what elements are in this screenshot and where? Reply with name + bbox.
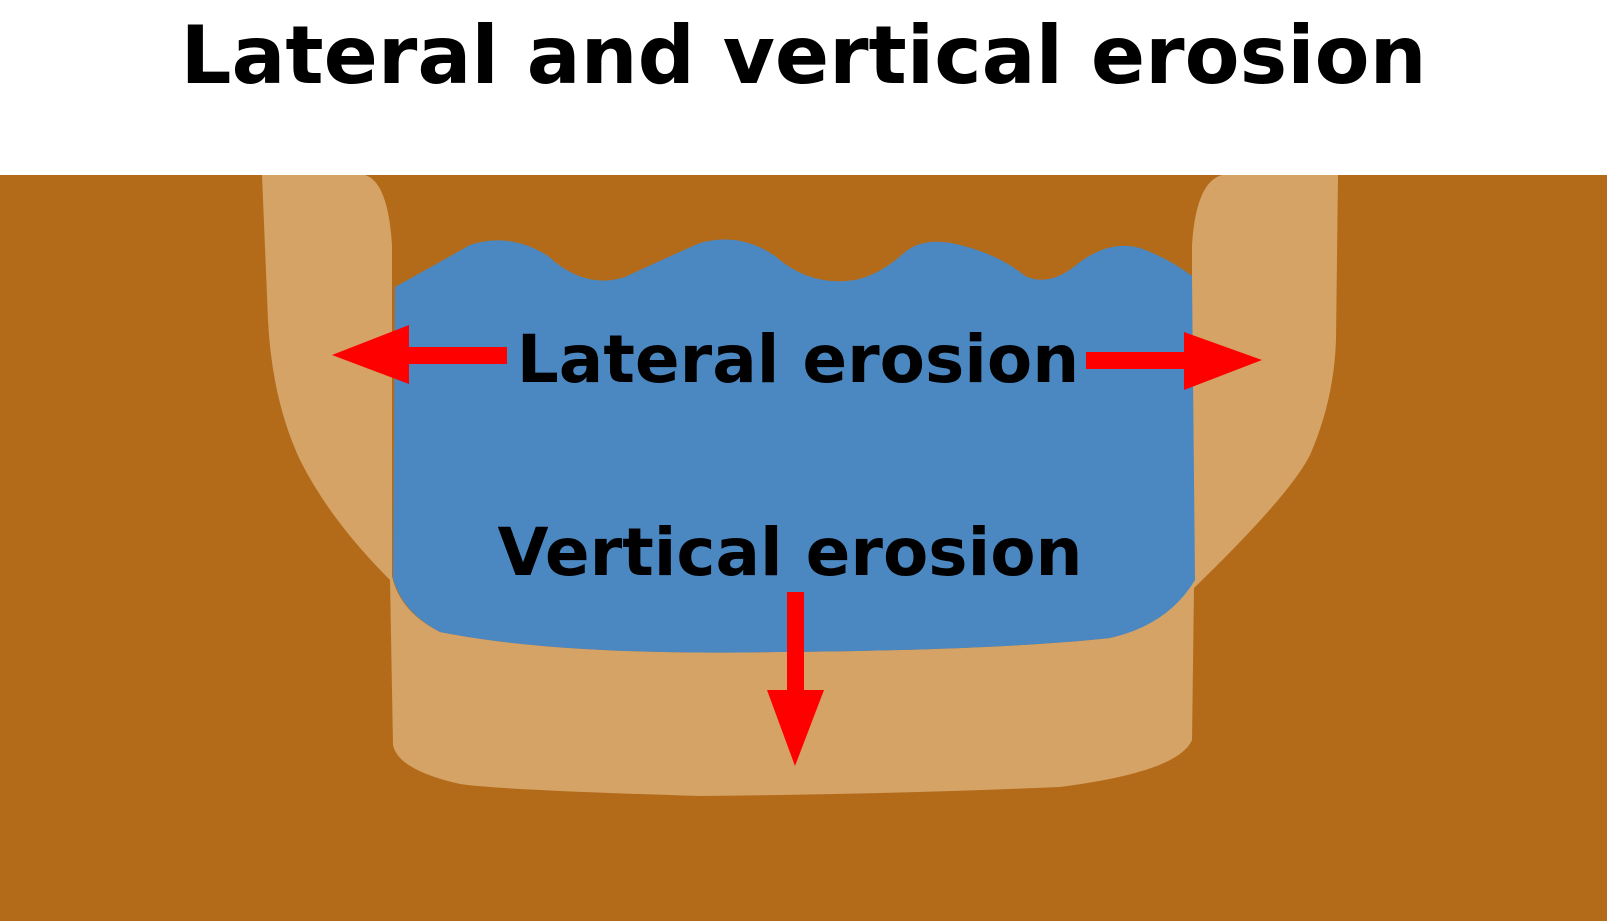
- diagram-title: Lateral and vertical erosion: [180, 9, 1427, 102]
- river-water: [393, 239, 1195, 653]
- lateral-arrow-right: [1086, 332, 1262, 390]
- lateral-erosion-label: Lateral erosion: [517, 321, 1079, 398]
- vertical-erosion-label: Vertical erosion: [497, 514, 1082, 591]
- vertical-arrow-down: [767, 592, 824, 766]
- lateral-arrow-left: [332, 325, 507, 384]
